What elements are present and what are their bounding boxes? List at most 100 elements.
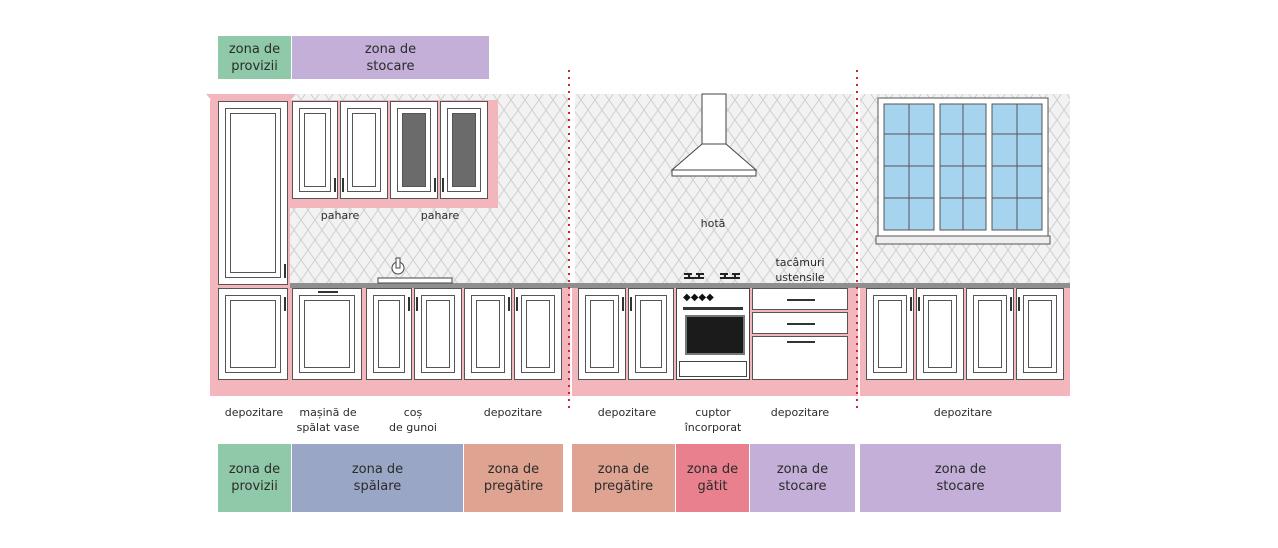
door-inset xyxy=(426,300,450,368)
door-inset xyxy=(590,300,614,368)
door-handle xyxy=(630,297,632,311)
door-inset xyxy=(230,300,276,368)
glass-panel xyxy=(402,113,426,187)
door-panel xyxy=(471,295,505,373)
door-inset xyxy=(978,300,1002,368)
door-handle xyxy=(334,178,336,192)
door-panel xyxy=(873,295,907,373)
label-pahare-2: pahare xyxy=(420,209,460,222)
label-depozitare-5: depozitare xyxy=(933,406,993,419)
door-handle xyxy=(284,264,286,278)
door-inset xyxy=(230,113,276,273)
window xyxy=(875,97,1051,245)
cooktop xyxy=(684,273,740,279)
door-handle xyxy=(408,297,410,311)
door-handle xyxy=(318,291,338,293)
door-inset xyxy=(304,300,350,368)
drawer-1 xyxy=(752,288,848,310)
label-cos: coș de gunoi xyxy=(389,406,437,434)
door-panel xyxy=(421,295,455,373)
door-handle xyxy=(1010,297,1012,311)
cabinet-door xyxy=(514,288,562,380)
door-panel xyxy=(635,295,667,373)
label-depozitare-4: depozitare xyxy=(770,406,830,419)
door-handle xyxy=(508,297,510,311)
door-handle xyxy=(284,297,286,311)
door-inset xyxy=(878,300,902,368)
cabinet-door xyxy=(440,101,488,199)
door-panel xyxy=(973,295,1007,373)
door-panel xyxy=(225,295,281,373)
label-depozitare-3: depozitare xyxy=(597,406,657,419)
door-inset xyxy=(304,113,326,187)
zona-stocare-1: zona de stocare xyxy=(750,444,855,512)
door-panel xyxy=(923,295,957,373)
door-inset xyxy=(378,300,400,368)
label-depozitare-2: depozitare xyxy=(483,406,543,419)
door-panel xyxy=(347,108,381,192)
oven-window xyxy=(685,315,745,355)
label-cuptor: cuptor încorporat xyxy=(684,406,742,434)
oven-door-handle xyxy=(683,307,743,310)
door-panel xyxy=(521,295,555,373)
zona-provizii: zona de provizii xyxy=(218,444,291,512)
cabinet-door xyxy=(390,101,438,199)
zona-pregatire-1: zona de pregătire xyxy=(464,444,563,512)
cabinet-door xyxy=(866,288,914,380)
sink-faucet xyxy=(377,257,453,284)
range-hood xyxy=(670,93,758,177)
door-handle xyxy=(434,178,436,192)
door-panel xyxy=(225,108,281,278)
cabinet-door xyxy=(414,288,462,380)
cabinet-door xyxy=(966,288,1014,380)
door-handle xyxy=(416,297,418,311)
label-depozitare-1: depozitare xyxy=(224,406,284,419)
cabinet-door xyxy=(366,288,412,380)
door-handle xyxy=(342,178,344,192)
door-handle xyxy=(622,297,624,311)
door-handle xyxy=(516,297,518,311)
zona-stocare-top: zona de stocare xyxy=(292,36,489,79)
cutlery-drawers xyxy=(752,288,848,380)
door-panel xyxy=(299,295,355,373)
cabinet-door xyxy=(218,288,288,380)
door-handle xyxy=(442,178,444,192)
cabinet-door xyxy=(916,288,964,380)
door-panel xyxy=(585,295,619,373)
drawer-3 xyxy=(752,336,848,380)
cabinet-door xyxy=(464,288,512,380)
label-tacamuri: tacâmuri ustensile xyxy=(775,256,825,284)
cabinet-door xyxy=(292,101,338,199)
door-inset xyxy=(928,300,952,368)
cabinet-door xyxy=(628,288,674,380)
label-masina: mașină de spălat vase xyxy=(296,406,360,434)
oven-drawer xyxy=(679,361,747,377)
label-pahare-1: pahare xyxy=(320,209,360,222)
cabinet-door xyxy=(292,288,362,380)
door-panel xyxy=(447,108,481,192)
zona-spalare: zona de spălare xyxy=(292,444,463,512)
door-handle xyxy=(918,297,920,311)
cabinet-door xyxy=(578,288,626,380)
glass-panel xyxy=(452,113,476,187)
door-panel xyxy=(397,108,431,192)
door-inset xyxy=(476,300,500,368)
countertop xyxy=(290,283,1070,288)
door-panel xyxy=(1023,295,1057,373)
built-in-oven: ◆◆◆◆ xyxy=(676,288,750,380)
door-inset xyxy=(526,300,550,368)
door-inset xyxy=(1028,300,1052,368)
door-inset xyxy=(640,300,662,368)
door-handle xyxy=(1018,297,1020,311)
zona-pregatire-2: zona de pregătire xyxy=(572,444,675,512)
door-handle xyxy=(910,297,912,311)
cabinet-door xyxy=(218,101,288,285)
door-inset xyxy=(352,113,376,187)
door-panel xyxy=(299,108,331,192)
cabinet-door xyxy=(1016,288,1064,380)
oven-knobs: ◆◆◆◆ xyxy=(683,292,714,303)
door-panel xyxy=(373,295,405,373)
cabinet-door xyxy=(340,101,388,199)
zona-stocare-2: zona de stocare xyxy=(860,444,1061,512)
